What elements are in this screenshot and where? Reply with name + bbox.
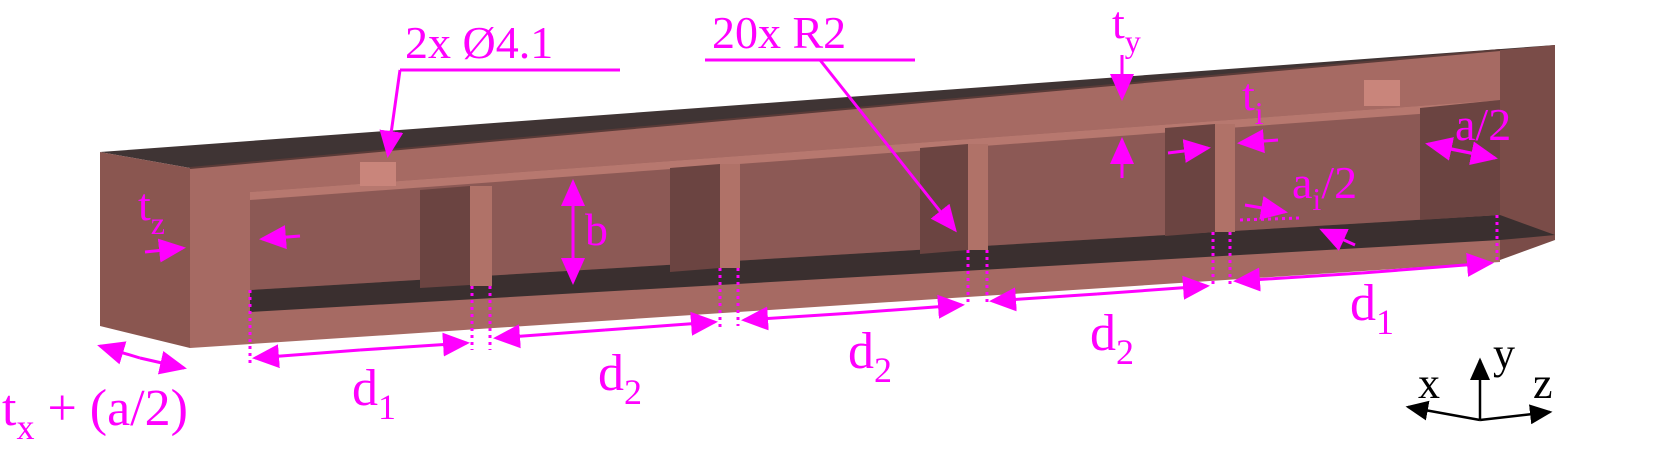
label-radii: 20x R2 bbox=[712, 7, 846, 58]
cavity-ledge bbox=[250, 100, 1500, 200]
iris-post-2 bbox=[720, 164, 740, 268]
coordinate-axes: x y z bbox=[1405, 329, 1553, 425]
label-a-half: a/2 bbox=[1455, 99, 1511, 150]
label-d2-3: d2 bbox=[1090, 305, 1134, 372]
wall-d2c bbox=[1165, 124, 1215, 236]
label-tz: tz bbox=[138, 179, 165, 241]
label-d2-1: d2 bbox=[598, 345, 642, 412]
wall-d2b bbox=[920, 144, 968, 254]
left-end-face bbox=[100, 152, 190, 348]
axis-z-label: z bbox=[1533, 359, 1553, 408]
label-holes: 2x Ø4.1 bbox=[405, 17, 553, 68]
axis-y-label: y bbox=[1493, 329, 1515, 378]
top-edge bbox=[189, 49, 1501, 169]
hole-left-bore bbox=[360, 162, 396, 186]
axis-x-label: x bbox=[1418, 359, 1440, 408]
iris-post-1 bbox=[470, 186, 492, 286]
label-b: b bbox=[585, 204, 608, 255]
right-end-face bbox=[1500, 45, 1555, 260]
wall-left bbox=[420, 186, 470, 288]
label-d1-left: d1 bbox=[352, 360, 396, 427]
top-face bbox=[100, 45, 1555, 168]
wall-right bbox=[1420, 100, 1500, 220]
label-ti: ti bbox=[1242, 69, 1264, 131]
label-ai-half: ai/2 bbox=[1292, 157, 1357, 217]
wall-d2a bbox=[670, 164, 720, 272]
iris-post-3 bbox=[968, 144, 988, 250]
label-tx: tx + (a/2) bbox=[2, 380, 188, 447]
iris-post-4 bbox=[1215, 124, 1235, 232]
label-ty: ty bbox=[1112, 0, 1141, 59]
label-d2-2: d2 bbox=[848, 323, 892, 390]
annotations: 2x Ø4.1 20x R2 ty ti a/2 ai/2 tz b bbox=[2, 0, 1511, 447]
hole-right-bore bbox=[1364, 80, 1400, 106]
label-d1-right: d1 bbox=[1350, 275, 1394, 342]
part-body bbox=[100, 45, 1555, 348]
